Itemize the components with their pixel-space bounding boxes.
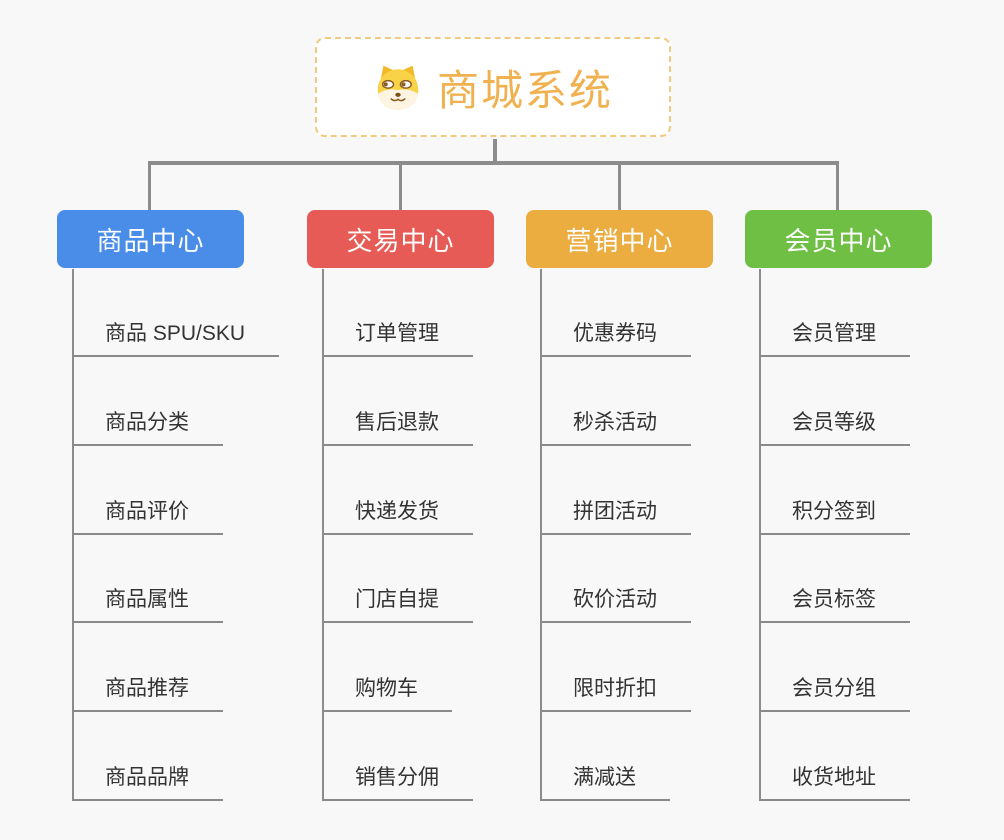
- root-title: 商城系统: [436, 66, 613, 114]
- sub-node[interactable]: 会员标签: [759, 587, 910, 623]
- branch-box-product[interactable]: 商品中心: [57, 210, 244, 268]
- sub-node[interactable]: 拼团活动: [540, 499, 691, 535]
- connector-drop-member: [836, 161, 839, 211]
- branch-trunk-trade: [322, 269, 324, 801]
- branch-trunk-member: [759, 269, 761, 801]
- connector-drop-product: [148, 161, 151, 211]
- sub-node[interactable]: 商品 SPU/SKU: [72, 321, 280, 357]
- sub-node[interactable]: 销售分佣: [322, 765, 473, 801]
- connector-drop-trade: [399, 161, 402, 211]
- sub-node[interactable]: 售后退款: [322, 410, 473, 446]
- sub-node[interactable]: 订单管理: [322, 321, 473, 357]
- connector-drop-marketing: [618, 161, 621, 211]
- sub-node[interactable]: 会员等级: [759, 410, 910, 446]
- sub-node[interactable]: 秒杀活动: [540, 410, 691, 446]
- sub-node[interactable]: 收货地址: [759, 765, 910, 801]
- sub-node[interactable]: 商品评价: [72, 499, 223, 535]
- sub-node[interactable]: 优惠券码: [540, 321, 691, 357]
- sub-node[interactable]: 积分签到: [759, 499, 910, 535]
- connector-horizontal-bus: [148, 161, 839, 165]
- root-node[interactable]: 商城系统: [315, 37, 671, 137]
- sub-node[interactable]: 商品品牌: [72, 765, 223, 801]
- branch-trunk-product: [72, 269, 74, 801]
- branch-box-marketing[interactable]: 营销中心: [526, 210, 713, 268]
- sub-node[interactable]: 会员管理: [759, 321, 910, 357]
- branch-box-trade[interactable]: 交易中心: [307, 210, 494, 268]
- sub-node[interactable]: 会员分组: [759, 676, 910, 712]
- sub-node[interactable]: 砍价活动: [540, 587, 691, 623]
- sub-node[interactable]: 满减送: [540, 765, 670, 801]
- sub-node[interactable]: 商品属性: [72, 587, 223, 623]
- sub-node[interactable]: 商品推荐: [72, 676, 223, 712]
- sub-node[interactable]: 门店自提: [322, 587, 473, 623]
- sub-node[interactable]: 快递发货: [322, 499, 473, 535]
- connector-root-trunk: [493, 139, 497, 165]
- sub-node[interactable]: 限时折扣: [540, 676, 691, 712]
- doge-icon: [377, 65, 419, 110]
- sub-node[interactable]: 购物车: [322, 676, 452, 712]
- branch-trunk-marketing: [540, 269, 542, 801]
- branch-box-member[interactable]: 会员中心: [745, 210, 932, 268]
- sub-node[interactable]: 商品分类: [72, 410, 223, 446]
